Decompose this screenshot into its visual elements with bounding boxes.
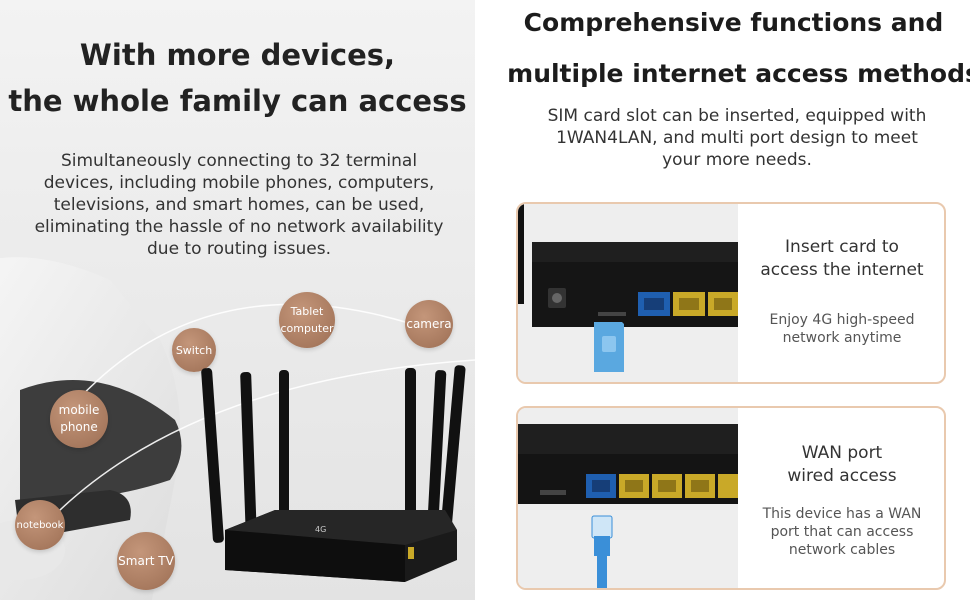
bubble-mobile-phone: mobile phone <box>50 390 108 448</box>
left-title-line2: the whole family can access <box>8 84 467 118</box>
sim-sub-line2: network anytime <box>782 330 902 346</box>
left-description: Simultaneously connecting to 32 terminal… <box>34 151 444 259</box>
wan-heading-line2: wired access <box>787 466 897 486</box>
access-methods-panel: Comprehensive functions and multiple int… <box>497 0 970 600</box>
router-logo: 4G <box>315 525 326 534</box>
bubble-camera: camera <box>405 300 453 348</box>
right-title-line2: multiple internet access methods <box>507 59 970 88</box>
bubble-switch-label: Switch <box>175 343 213 357</box>
wan-heading-line1: WAN port <box>801 443 883 463</box>
wan-sub-line3: network cables <box>788 542 896 558</box>
bubble-camera-label: camera <box>406 316 452 331</box>
wan-port-text: WAN port wired access This device has a … <box>740 408 944 588</box>
bubble-mobile-line1: mobile <box>58 403 100 417</box>
bubble-notebook: notebook <box>15 500 65 550</box>
wan-sub-line1: This device has a WAN <box>762 506 922 522</box>
right-description: SIM card slot can be inserted, equipped … <box>547 106 927 170</box>
bubble-tablet-computer: Tablet computer <box>279 292 335 348</box>
right-title-line1: Comprehensive functions and <box>523 8 944 37</box>
family-access-panel: With more devices, the whole family can … <box>0 0 475 600</box>
bubble-smart-tv-label: Smart TV <box>118 553 174 568</box>
sim-heading-line1: Insert card to <box>785 237 899 257</box>
connection-lines <box>39 303 475 531</box>
router-image: 4G <box>201 365 466 582</box>
bubble-mobile-line2: phone <box>60 420 98 434</box>
sim-card-feature: Insert card to access the internet Enjoy… <box>516 202 946 384</box>
sim-card-text: Insert card to access the internet Enjoy… <box>740 204 944 382</box>
wan-sub-line2: port that can access <box>770 524 914 540</box>
sim-slot-photo <box>518 204 738 382</box>
wan-port-feature: WAN port wired access This device has a … <box>516 406 946 590</box>
left-title-line1: With more devices, <box>79 38 396 72</box>
bubble-notebook-label: notebook <box>16 519 64 531</box>
wan-port-photo <box>518 408 738 588</box>
panel-divider <box>475 0 497 600</box>
bubble-smart-tv: Smart TV <box>117 532 175 590</box>
bubble-tablet-line1: Tablet <box>290 305 324 318</box>
bubble-tablet-line2: computer <box>280 322 334 335</box>
bubble-switch: Switch <box>172 328 216 372</box>
sim-heading-line2: access the internet <box>760 260 924 280</box>
sim-sub-line1: Enjoy 4G high-speed <box>769 312 915 328</box>
